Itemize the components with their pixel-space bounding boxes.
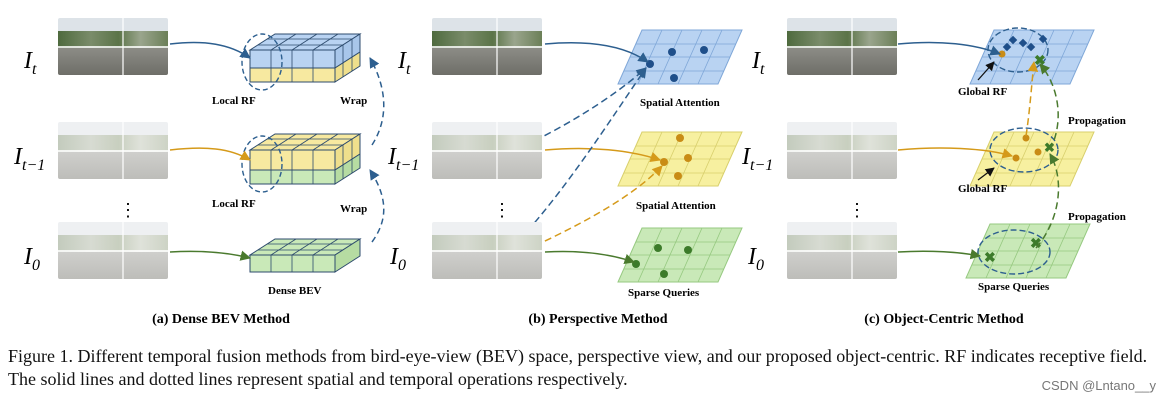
local-rf-ellipse-mid xyxy=(241,135,283,193)
camera-image-0 xyxy=(787,222,897,279)
propagation-label-top: Propagation xyxy=(1068,115,1126,127)
global-rf-pointer-mid xyxy=(977,167,995,181)
camera-image-t1 xyxy=(432,122,542,179)
panel-a: It It−1 I0 ⋮ Local RF Wrap xyxy=(13,33,385,327)
panel-b: It It−1 I0 ⋮ Spatial Attention xyxy=(387,29,743,327)
camera-image-t1 xyxy=(58,122,168,179)
frame-label-i0: I0 xyxy=(23,244,40,274)
arrow-wrap-top xyxy=(369,57,385,146)
camera-image-t xyxy=(787,18,897,75)
frame-label-it1: It−1 xyxy=(13,144,45,174)
wrap-label-top: Wrap xyxy=(340,95,367,107)
arrow-spatial-mid xyxy=(897,147,1014,159)
sparse-queries-label-c: Sparse Queries xyxy=(978,281,1050,293)
arrow-wrap-mid xyxy=(369,169,385,243)
local-rf-label-mid: Local RF xyxy=(212,198,256,210)
arrow-spatial-top xyxy=(897,41,1001,56)
query-dot xyxy=(660,158,668,166)
query-dot xyxy=(660,270,668,278)
query-dot xyxy=(1034,148,1042,156)
query-dot xyxy=(1012,154,1020,162)
query-cross: ✖ xyxy=(984,251,996,266)
sparse-queries-label-b: Sparse Queries xyxy=(628,287,700,299)
bev-plane-middle: ✖ xyxy=(969,127,1095,187)
global-rf-label-mid: Global RF xyxy=(958,183,1007,195)
ellipsis: ⋮ xyxy=(493,200,511,220)
panel-c-title: (c) Object-Centric Method xyxy=(864,312,1024,327)
bev-plane-middle xyxy=(617,131,743,187)
local-rf-label-top: Local RF xyxy=(212,95,256,107)
arrow-propagation-orange xyxy=(1025,60,1039,137)
dense-bev-label: Dense BEV xyxy=(268,285,322,297)
arrow-propagation-green-1 xyxy=(1035,153,1060,249)
arrow-spatial-bottom xyxy=(544,250,635,264)
spatial-attention-label-top: Spatial Attention xyxy=(640,97,720,109)
watermark: CSDN @Lntano__y xyxy=(1041,378,1156,393)
panel-b-title: (b) Perspective Method xyxy=(528,312,667,327)
arrow-spatial-bottom xyxy=(169,250,252,261)
panel-c: It It−1 I0 ⋮ ✖ Global RF xyxy=(741,27,1126,327)
query-dot xyxy=(684,246,692,254)
frame-label-it1: It−1 xyxy=(741,144,773,174)
camera-image-t xyxy=(432,18,542,75)
frame-label-it: It xyxy=(23,48,37,78)
arrow-temporal-blue-1 xyxy=(504,67,647,256)
arrow-spatial-mid xyxy=(169,147,251,161)
bev-plane-bottom xyxy=(617,227,743,283)
arrow-propagation-green-2 xyxy=(1039,63,1059,151)
camera-image-t1 xyxy=(787,122,897,179)
query-dot xyxy=(670,74,678,82)
camera-image-0 xyxy=(58,222,168,279)
bev-plane-top: ✖ xyxy=(969,27,1095,85)
bev-cube-bottom xyxy=(248,238,362,273)
wrap-label-mid: Wrap xyxy=(340,203,367,215)
bev-cube-middle xyxy=(248,133,362,185)
query-dot xyxy=(700,46,708,54)
bev-plane-top xyxy=(617,29,743,85)
query-dot xyxy=(674,172,682,180)
bev-cube-top xyxy=(248,33,362,83)
camera-image-t xyxy=(58,18,168,75)
query-dot xyxy=(654,244,662,252)
figure-caption: Figure 1. Different temporal fusion meth… xyxy=(8,346,1148,389)
arrow-temporal-blue-2 xyxy=(504,67,647,156)
arrow-temporal-orange xyxy=(514,165,663,256)
query-cross: ✖ xyxy=(1034,54,1046,69)
frame-label-i0: I0 xyxy=(389,244,406,274)
query-cross: ✖ xyxy=(1044,140,1055,155)
query-dot xyxy=(684,154,692,162)
bev-plane-bottom: ✖ ✖ xyxy=(965,223,1091,279)
local-rf-ellipse-top xyxy=(241,33,283,91)
arrow-spatial-bottom xyxy=(897,249,982,260)
arrow-spatial-top xyxy=(544,42,649,63)
ellipsis: ⋮ xyxy=(848,200,866,220)
global-rf-ellipse-mid xyxy=(989,127,1059,173)
frame-label-i0: I0 xyxy=(747,244,764,274)
arrow-spatial-mid xyxy=(544,147,661,162)
ellipsis: ⋮ xyxy=(119,200,137,220)
global-rf-label-top: Global RF xyxy=(958,86,1007,98)
frame-label-it: It xyxy=(751,48,765,78)
spatial-attention-label-mid: Spatial Attention xyxy=(636,200,716,212)
query-dot xyxy=(1022,134,1030,142)
frame-label-it1: It−1 xyxy=(387,144,419,174)
arrow-spatial-top xyxy=(169,41,251,59)
query-dot xyxy=(676,134,684,142)
query-cross: ✖ xyxy=(1030,237,1042,252)
global-rf-pointer-top xyxy=(977,61,995,81)
frame-label-it: It xyxy=(397,48,411,78)
camera-image-0 xyxy=(432,222,542,279)
propagation-label-bottom: Propagation xyxy=(1068,211,1126,223)
panel-a-title: (a) Dense BEV Method xyxy=(152,312,290,327)
query-dot xyxy=(668,48,676,56)
